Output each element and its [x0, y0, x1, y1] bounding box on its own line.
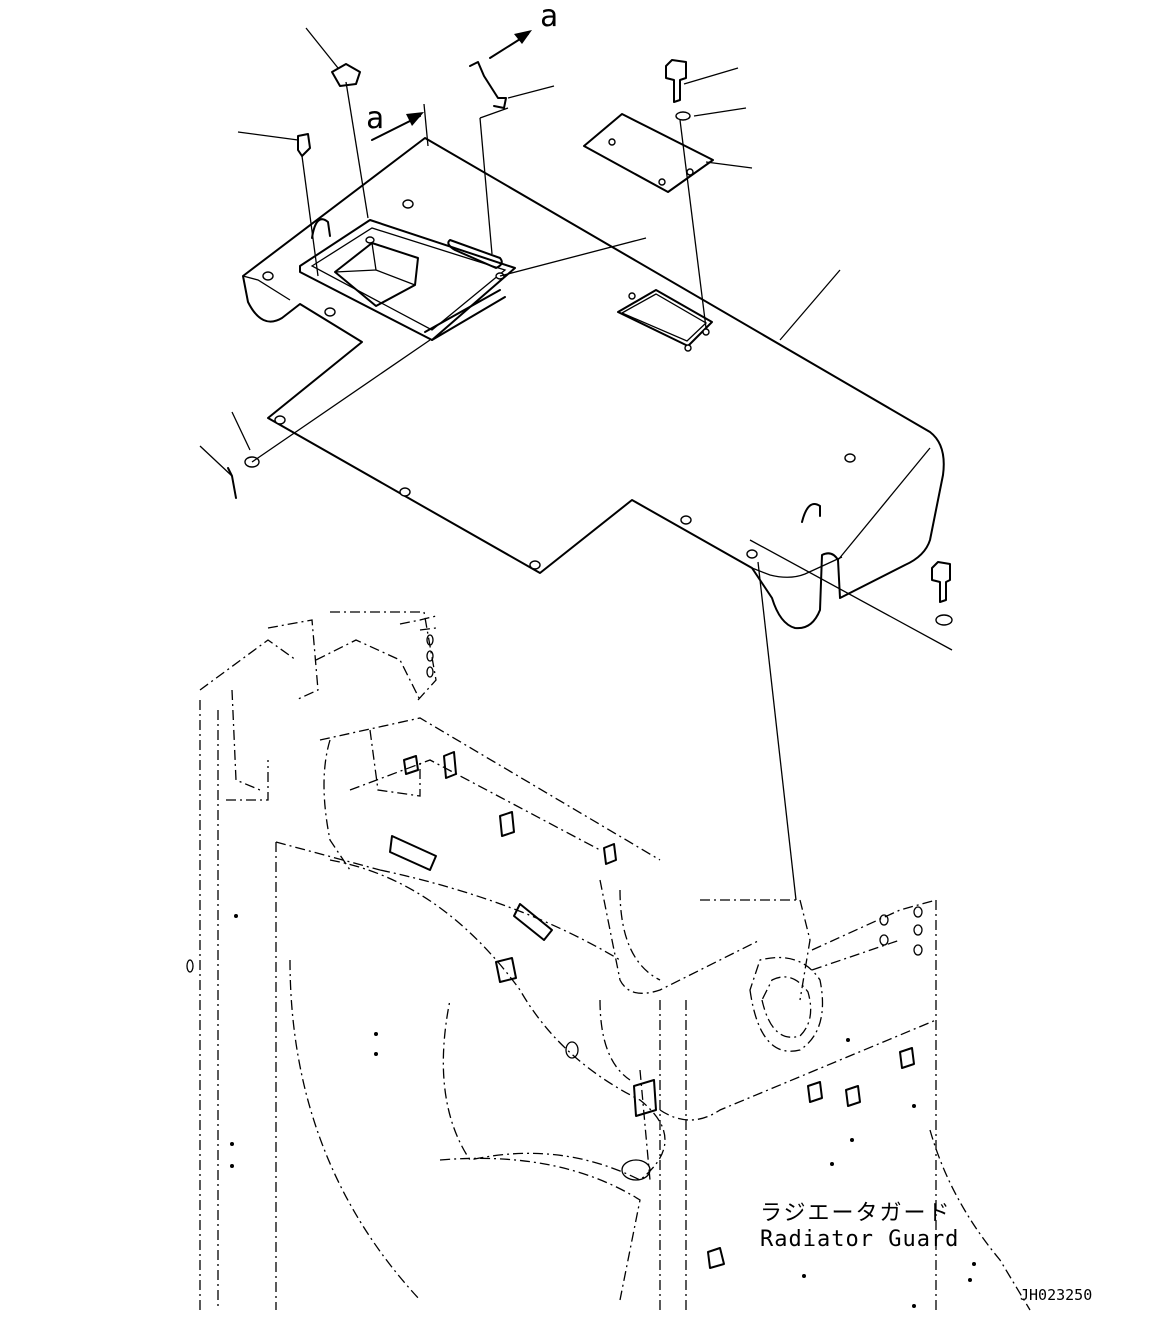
- cover-plate-icon: [583, 113, 714, 193]
- small-cover-plate: [583, 113, 714, 193]
- radiator-frame-icon: [186, 611, 1031, 1311]
- bolt-right: [931, 561, 953, 626]
- caption-japanese: ラジエータガード: [760, 1201, 952, 1226]
- caption-english: Radiator Guard: [760, 1227, 959, 1252]
- clip-icon: [297, 133, 311, 157]
- lever-icon: [469, 61, 507, 109]
- view-arrow-side: [371, 112, 424, 141]
- leader-lines: [199, 27, 841, 477]
- drawing-number: JH023250: [1020, 1286, 1092, 1304]
- bolt-icon: [665, 59, 687, 103]
- bolt-icon: [931, 561, 951, 603]
- washer-icon: [675, 111, 691, 121]
- latch-cap: [331, 63, 361, 87]
- assembly-lines: [251, 81, 953, 901]
- handle-icon: [801, 503, 821, 523]
- callout-a-side: a: [366, 101, 384, 136]
- bolt-top: [665, 59, 691, 121]
- callout-a-top: a: [540, 0, 558, 34]
- washer-icon: [935, 614, 953, 626]
- radiator-guard-cover-plate: [242, 137, 945, 630]
- handle-icon: [311, 218, 331, 239]
- view-arrow-top: [489, 30, 532, 59]
